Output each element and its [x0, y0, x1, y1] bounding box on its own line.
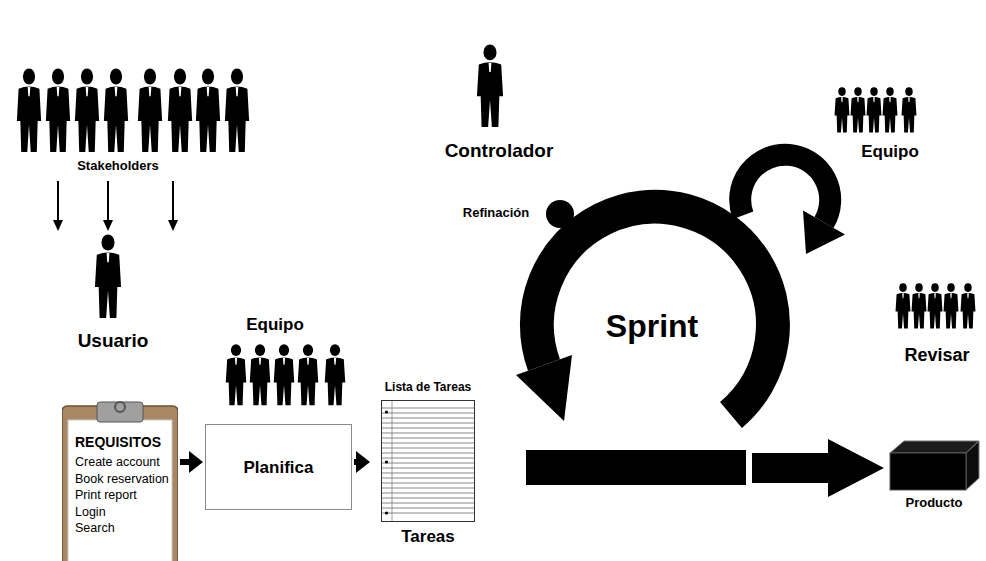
clipboard-ring [115, 402, 125, 412]
product-cube [886, 438, 982, 492]
list-item: Search [75, 520, 172, 537]
role-label: Usuario [78, 329, 149, 352]
list-item: Book reservation [75, 471, 172, 488]
person-figure [274, 344, 295, 405]
person-figure [883, 87, 898, 132]
arrow-line [172, 181, 174, 222]
arrow-head [168, 220, 178, 231]
controller-figure [477, 44, 503, 127]
refinement-dot [546, 200, 574, 228]
flow-arrow [180, 451, 203, 473]
arrow-head [356, 451, 370, 473]
person-figure [835, 87, 850, 132]
ring-arrow-head [516, 355, 572, 421]
stakeholder-figures [17, 68, 249, 152]
person-figure [138, 68, 162, 152]
person-figure [851, 87, 866, 132]
sheet-caption: Tareas [401, 527, 455, 547]
requirements-clipboard: REQUISITOS Create accountBook reservation… [62, 400, 178, 561]
group-label: Equipo [861, 142, 919, 162]
list-item: Print report [75, 487, 172, 504]
person-figure [912, 283, 927, 328]
arrow-shaft [752, 453, 829, 483]
task-list-sheet: Lista de TareasTareas [372, 380, 484, 558]
list-item: Login [75, 504, 172, 521]
person-figure [896, 283, 911, 328]
person-figure [196, 68, 220, 152]
person-figure [961, 283, 976, 328]
person-figure [867, 87, 882, 132]
person-figure [225, 68, 249, 152]
person-figure [928, 283, 943, 328]
daily-loop [740, 155, 830, 223]
product-label: Producto [905, 495, 962, 511]
arrow-head [189, 451, 203, 473]
person-figure [17, 68, 41, 152]
person-figure [944, 283, 959, 328]
clipboard-paper [68, 420, 172, 561]
box-label: Planifica [244, 457, 314, 478]
person-figure [46, 68, 70, 152]
person-figure [226, 344, 247, 405]
team-figures [226, 344, 346, 405]
person-figure [168, 68, 192, 152]
person-figure [325, 344, 346, 405]
person-figure [902, 87, 917, 132]
arrow-line [57, 181, 59, 222]
arrow-head [828, 439, 884, 497]
step-label: Refinación [463, 205, 529, 221]
list-item: Create account [75, 454, 172, 471]
lined-paper [381, 400, 475, 522]
user-figure [95, 234, 121, 318]
product-box: Producto [886, 438, 982, 518]
cycle-label: Sprint [606, 307, 698, 345]
group-label: Equipo [246, 315, 304, 335]
team-figures [835, 87, 917, 132]
arrow-head [103, 220, 113, 231]
person-figure [298, 344, 319, 405]
loop-arrow-head [803, 211, 845, 255]
role-label: Controlador [445, 139, 554, 162]
process-box: Planifica [205, 424, 352, 510]
flow-arrow [752, 439, 884, 497]
sprint-base-bar [526, 450, 746, 485]
sheet-heading: Lista de Tareas [385, 380, 471, 395]
sprint-ring [537, 207, 773, 415]
arrow-line [107, 181, 109, 222]
down-arrows [53, 181, 178, 231]
clipboard-clip [97, 402, 143, 422]
group-label: Stakeholders [77, 158, 159, 174]
step-label: Revisar [904, 344, 969, 366]
person-figure [75, 68, 99, 152]
person-figure [250, 344, 271, 405]
flow-arrow [354, 451, 370, 473]
arrow-head [53, 220, 63, 231]
list-heading: REQUISITOS [75, 434, 172, 451]
sprint-cycle-symbol [516, 155, 845, 485]
arrow-shaft [180, 459, 190, 465]
sprint-cycle: Sprint [520, 185, 750, 490]
review-figures [896, 283, 976, 328]
person-figure [104, 68, 128, 152]
